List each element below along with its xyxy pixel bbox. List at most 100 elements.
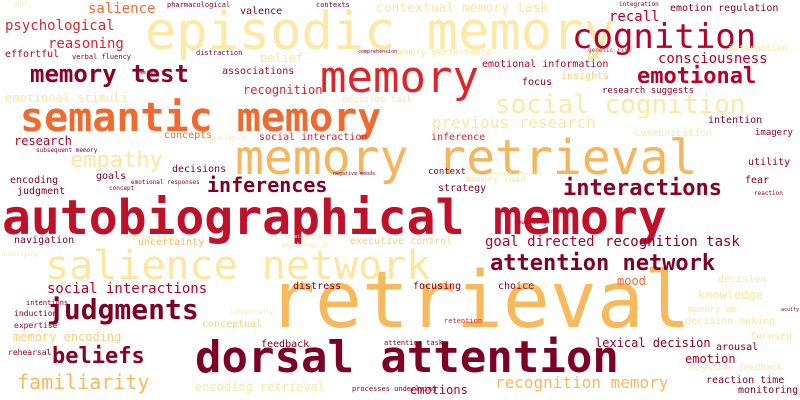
word-attention-task: attention task bbox=[384, 339, 444, 347]
word-insights: insights bbox=[561, 71, 610, 82]
word-recognition-memory: recognition memory bbox=[495, 373, 669, 392]
word-psychological: psychological bbox=[5, 18, 115, 34]
word-reaction-time: reaction time bbox=[706, 375, 785, 386]
word-negative-feedback: negative feedback bbox=[690, 363, 783, 373]
word-decision-task: decision task bbox=[342, 95, 413, 105]
word-decision-making: decision making bbox=[685, 316, 776, 327]
word-research: research bbox=[14, 134, 72, 148]
word-valence: valence bbox=[240, 6, 283, 17]
word-negative-moods: negative moods bbox=[333, 171, 376, 177]
word-judgment: judgment bbox=[17, 186, 66, 197]
word-decision: decision bbox=[718, 274, 767, 285]
word-retention: retention bbox=[444, 317, 482, 325]
word-previous-research: previous research bbox=[432, 113, 596, 132]
word-memory-retrieval: memory retrieval bbox=[235, 130, 698, 186]
word-verbal-fluency: verbal fluency bbox=[72, 53, 132, 61]
word-social-cognition: social cognition bbox=[495, 90, 746, 120]
word-memory: memory bbox=[320, 52, 479, 103]
word-memory-encoding: memory encoding bbox=[13, 330, 122, 344]
word-goals: goals bbox=[96, 171, 127, 182]
word-research-suggests: research suggests bbox=[602, 86, 695, 96]
word-recall: recall bbox=[609, 9, 660, 25]
word-social-interactions: social interactions bbox=[47, 281, 208, 297]
word-lexical-decision: lexical decision bbox=[595, 336, 711, 350]
word-arousal: arousal bbox=[716, 342, 759, 353]
word-concepts: concepts bbox=[164, 130, 213, 141]
word-memory-performance: memory performance bbox=[394, 48, 492, 58]
word-fear: fear bbox=[745, 175, 770, 186]
word-mood: mood bbox=[617, 274, 646, 288]
word-semantic-memory: semantic memory bbox=[20, 95, 382, 141]
word-social-interaction: social interaction bbox=[259, 132, 368, 143]
word-emotional-stimuli: emotional stimuli bbox=[5, 91, 128, 105]
word-effortful: effortful bbox=[5, 49, 60, 60]
word-contextual-memory-task: contextual memory task bbox=[376, 1, 549, 16]
word-conceptual: conceptual bbox=[202, 319, 263, 330]
word-executive-control: executive control bbox=[350, 236, 453, 247]
word-intentions: intentions bbox=[26, 299, 69, 307]
word-dorsal-attention: dorsal attention bbox=[195, 332, 619, 383]
word-choice: choice bbox=[498, 281, 535, 292]
word-negative-emotion: negative emotion bbox=[285, 234, 334, 240]
word-beliefs: beliefs bbox=[52, 344, 145, 369]
word-consciousness: consciousness bbox=[658, 51, 768, 67]
word-familiarity: familiarity bbox=[17, 370, 150, 394]
word-memory-wm: memory wm bbox=[688, 305, 737, 315]
word-intention: intention bbox=[708, 115, 763, 126]
word-feedback: feedback bbox=[261, 339, 310, 350]
word-underlying: underlying bbox=[2, 251, 39, 258]
word-encoding-retrieval: encoding retrieval bbox=[195, 380, 326, 394]
word-memory-test: memory test bbox=[30, 60, 189, 88]
word-rehearsal: rehearsal bbox=[8, 348, 52, 357]
word-episodic-memory: episodic memory bbox=[145, 2, 615, 62]
word-pharmacological: pharmacological bbox=[167, 1, 231, 9]
word-inference: inference bbox=[431, 132, 486, 143]
word-emotion: emotion bbox=[685, 352, 736, 366]
word-empathy: empathy bbox=[70, 148, 163, 173]
word-reaction: reaction bbox=[754, 190, 783, 197]
word-emotional: emotional bbox=[637, 64, 757, 89]
word-emotion-regulation: emotion regulation bbox=[670, 3, 779, 14]
word-associations: associations bbox=[222, 66, 295, 77]
word-recognition-task: recognition task bbox=[605, 234, 740, 250]
word-association: association bbox=[206, 135, 246, 142]
word-communication: communication bbox=[634, 128, 713, 139]
word-navigation: navigation bbox=[14, 235, 75, 246]
word-interaction: interaction bbox=[728, 44, 788, 54]
word-reasoning: reasoning bbox=[48, 36, 124, 52]
word-autobiographical-memory: autobiographical memory bbox=[2, 190, 667, 246]
word-judgments: judgments bbox=[47, 293, 199, 326]
word-acuity: acuity bbox=[781, 307, 800, 313]
word-imagery: imagery bbox=[755, 128, 793, 138]
word-encoding: encoding bbox=[10, 175, 59, 186]
word-distress: distress bbox=[293, 281, 342, 292]
word-focus: focus bbox=[522, 77, 553, 88]
word-cognition: cognition bbox=[572, 17, 757, 57]
word-recognition: recognition bbox=[243, 83, 323, 97]
word-concept: concept bbox=[109, 185, 135, 192]
word-induction: induction bbox=[14, 309, 58, 318]
word-maintenance: maintenance bbox=[515, 283, 549, 289]
word-goal-directed: goal directed bbox=[485, 234, 595, 250]
word-context: context bbox=[428, 167, 466, 177]
word-utility: utility bbox=[748, 157, 791, 168]
word-psychological-2: psychological bbox=[282, 242, 329, 249]
word-subjective-report: subjective report bbox=[124, 235, 176, 241]
word-rewarding: rewarding bbox=[514, 219, 547, 226]
word-strategy: strategy bbox=[438, 183, 487, 194]
word-retrieval: retrieval bbox=[268, 256, 691, 346]
word-distraction: distraction bbox=[196, 49, 243, 57]
word-monitoring: monitoring bbox=[738, 385, 799, 396]
word-attention-network: attention network bbox=[490, 251, 716, 276]
word-working-memory: working memory bbox=[536, 209, 579, 215]
word-interactions: interactions bbox=[563, 176, 722, 201]
word-memory-load: memory load bbox=[466, 175, 526, 185]
word-subsequent-memory: subsequent memory bbox=[36, 147, 98, 154]
word-focusing: focusing bbox=[413, 281, 462, 292]
word-salience-network: salience network bbox=[45, 243, 431, 289]
word-goal: goal bbox=[14, 1, 29, 8]
word-weight: weight bbox=[140, 70, 159, 76]
word-decisions: decisions bbox=[172, 164, 227, 175]
word-belief: belief bbox=[260, 51, 304, 65]
